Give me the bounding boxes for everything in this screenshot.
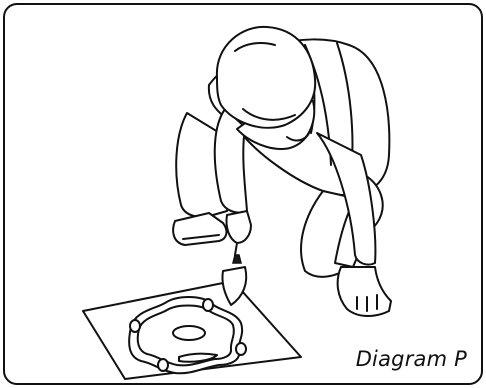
hard-hat	[217, 27, 315, 128]
diagram-frame: Diagram P	[3, 3, 483, 385]
worker-illustration	[5, 5, 483, 385]
diagram-caption: Diagram P	[356, 347, 467, 371]
